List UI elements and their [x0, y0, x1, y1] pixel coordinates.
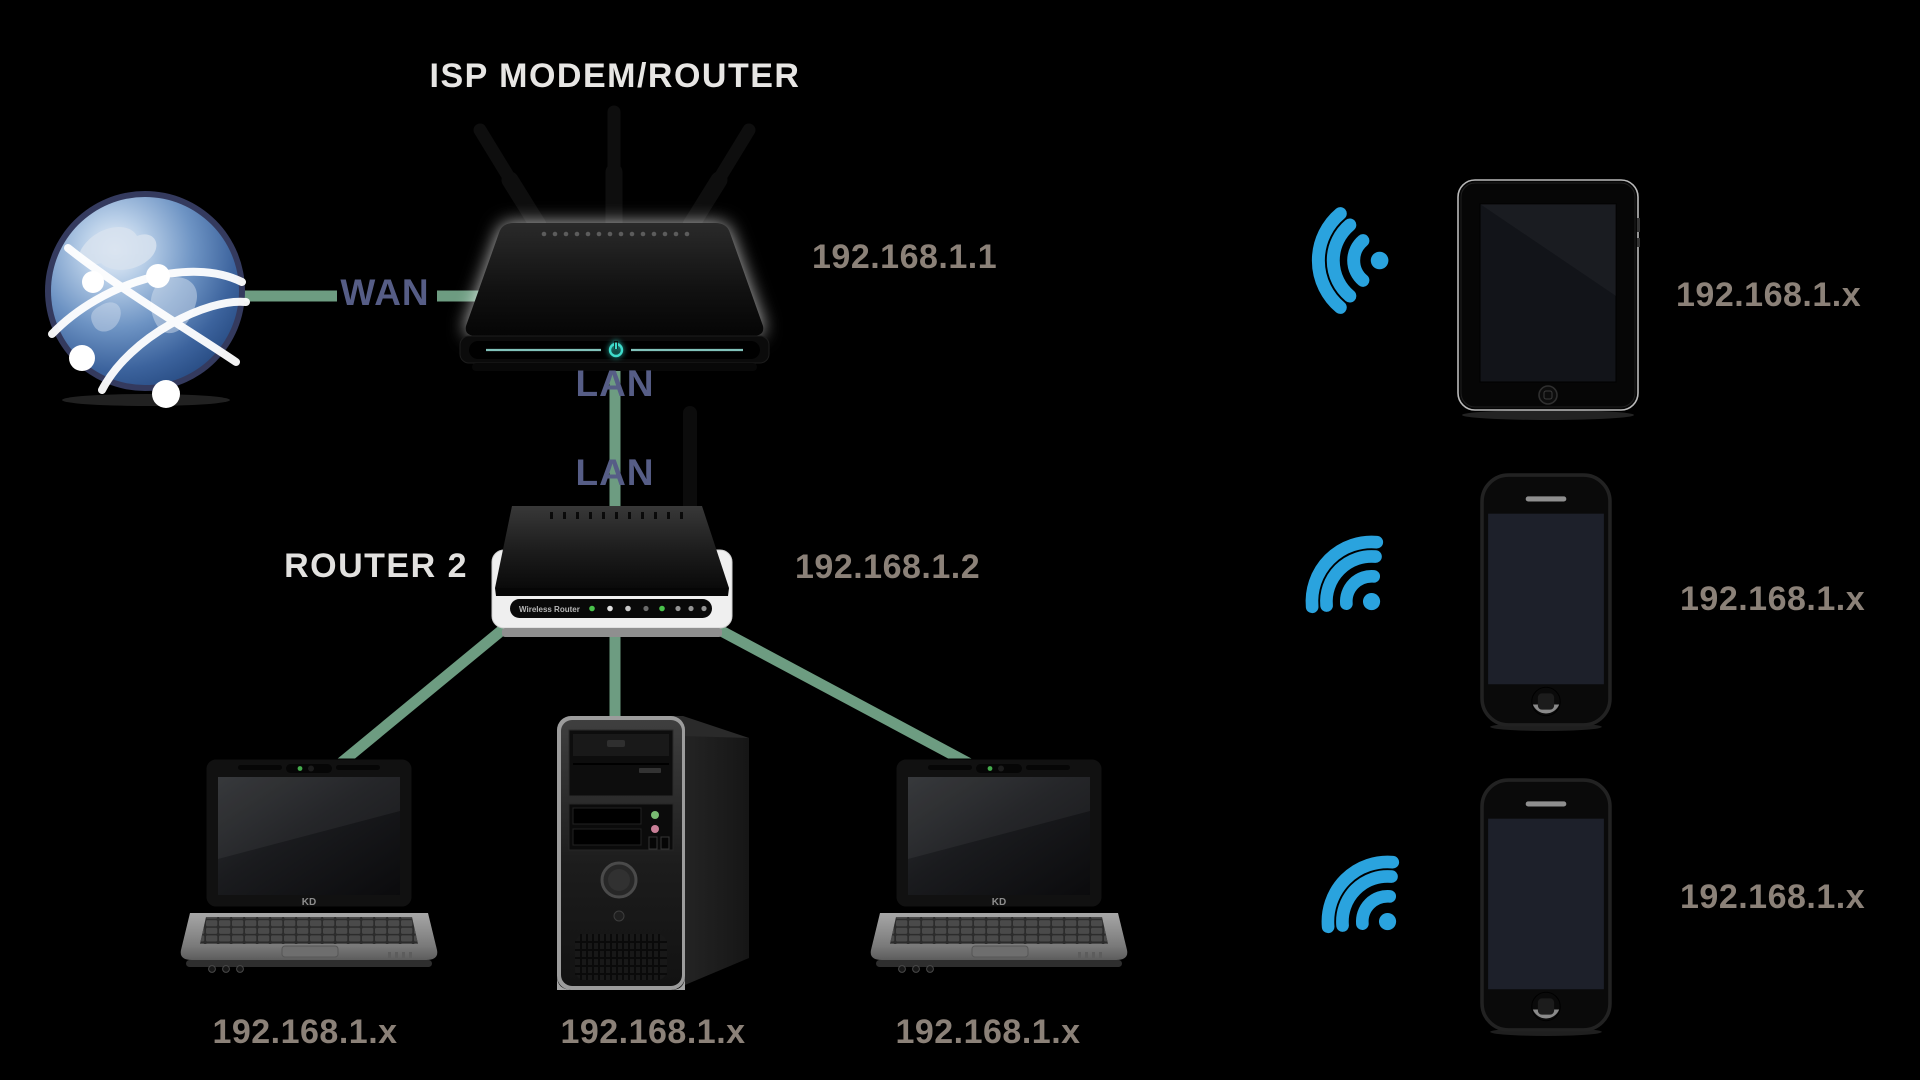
internet-globe-icon — [40, 186, 252, 408]
router2-panel-text: Wireless Router — [519, 605, 580, 614]
isp-modem-router-icon — [452, 100, 777, 371]
laptop-left-icon: KD — [180, 753, 438, 993]
laptop-touchpad — [281, 945, 339, 958]
laptop-ports — [208, 965, 244, 973]
smartphone1-ip: 192.168.1.x — [1680, 580, 1866, 618]
home-button — [1531, 991, 1561, 1022]
router2-status-leds — [589, 605, 707, 612]
lan-line-laptop-left — [326, 621, 511, 777]
laptop-screen — [218, 777, 400, 895]
phone-screen — [1488, 818, 1604, 990]
laptop-right-ip: 192.168.1.x — [895, 1013, 1081, 1051]
wan-label: WAN — [340, 272, 430, 313]
laptop-left-ip: 192.168.1.x — [212, 1013, 398, 1051]
earpiece — [1525, 496, 1567, 502]
laptop-ports — [898, 965, 934, 973]
router1-ip: 192.168.1.1 — [812, 238, 998, 276]
laptop-logo: KD — [992, 897, 1006, 908]
desktop-ip: 192.168.1.x — [560, 1013, 746, 1051]
phone-screen — [1488, 513, 1604, 685]
desktop-pc-icon — [553, 708, 753, 998]
power-led-icon — [608, 341, 624, 358]
tablet-screen — [1479, 203, 1617, 383]
laptop-right-icon: KD — [870, 753, 1128, 993]
router2-label: ROUTER 2 — [284, 547, 468, 585]
router-antennas — [473, 105, 756, 234]
home-button — [1538, 385, 1558, 405]
router2-antenna — [683, 406, 697, 522]
laptop-logo: KD — [302, 897, 316, 908]
tablet-icon — [1452, 178, 1644, 422]
audio-jack-green — [651, 811, 659, 819]
power-led — [613, 910, 625, 922]
smartphone-icon — [1480, 473, 1612, 731]
earpiece — [1525, 801, 1567, 807]
smartphone-icon — [1480, 778, 1612, 1036]
smartphone2-ip: 192.168.1.x — [1680, 878, 1866, 916]
wifi-icon — [1285, 203, 1400, 318]
lan-label-bottom: LAN — [575, 452, 655, 493]
tablet-ip: 192.168.1.x — [1676, 276, 1862, 314]
lan-line-laptop-right — [709, 621, 988, 777]
router2-icon: Wireless Router — [488, 400, 738, 640]
diagram-title: ISP MODEM/ROUTER — [429, 57, 801, 95]
audio-jack-pink — [651, 825, 659, 833]
router2-ip: 192.168.1.2 — [795, 548, 981, 586]
laptop-screen — [908, 777, 1090, 895]
home-button — [1531, 686, 1561, 717]
lan-label-top: LAN — [575, 363, 655, 404]
laptop-touchpad — [971, 945, 1029, 958]
